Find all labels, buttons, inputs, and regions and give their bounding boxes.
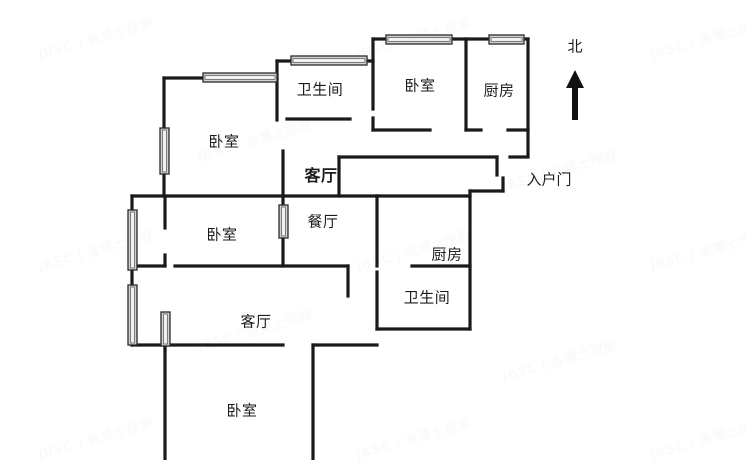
window-upper-left-top xyxy=(202,72,278,83)
window-west-middle xyxy=(127,209,138,271)
room-label-bedroom-upper-left: 卧室 xyxy=(208,132,240,151)
windows-group xyxy=(127,34,525,347)
compass-arrow-head xyxy=(566,70,584,88)
window-west-upper xyxy=(159,127,170,175)
compass-north-label: 北 xyxy=(567,37,583,56)
window-bedroom-north-top-pane xyxy=(387,37,451,42)
window-bedroom-bottom-pane xyxy=(163,313,168,345)
window-west-lower xyxy=(127,284,138,346)
room-label-bathroom-lower: 卫生间 xyxy=(403,288,451,307)
room-label-living-room-main: 客厅 xyxy=(304,166,338,185)
room-label-bathroom-upper: 卫生间 xyxy=(296,80,344,99)
window-upper-left-top-pane xyxy=(204,75,276,80)
room-label-dining-room: 餐厅 xyxy=(307,212,339,231)
window-west-lower-pane xyxy=(130,286,135,344)
window-bath-upper-top-pane xyxy=(292,58,366,63)
window-kitchen-north-top xyxy=(488,34,525,45)
window-dining-vert-pane xyxy=(281,206,286,237)
room-label-kitchen-inner: 厨房 xyxy=(431,245,463,264)
room-label-living-room-lower: 客厅 xyxy=(240,312,272,331)
compass-arrow-shaft xyxy=(572,84,578,120)
window-bedroom-north-top xyxy=(385,34,453,45)
room-label-bedroom-bottom: 卧室 xyxy=(226,401,258,420)
entrance-door-label: 入户门 xyxy=(526,170,572,189)
room-label-bedroom-north: 卧室 xyxy=(404,76,436,95)
window-west-middle-pane xyxy=(130,211,135,269)
walls-group xyxy=(130,37,530,460)
window-dining-vert xyxy=(278,204,289,239)
window-bedroom-bottom xyxy=(160,311,171,347)
window-west-upper-pane xyxy=(162,129,167,173)
window-bath-upper-top xyxy=(290,55,368,66)
room-label-bedroom-middle-left: 卧室 xyxy=(206,225,238,244)
compass-arrow-icon xyxy=(566,70,584,120)
window-kitchen-north-top-pane xyxy=(490,37,523,42)
room-label-kitchen-north: 厨房 xyxy=(483,81,515,100)
